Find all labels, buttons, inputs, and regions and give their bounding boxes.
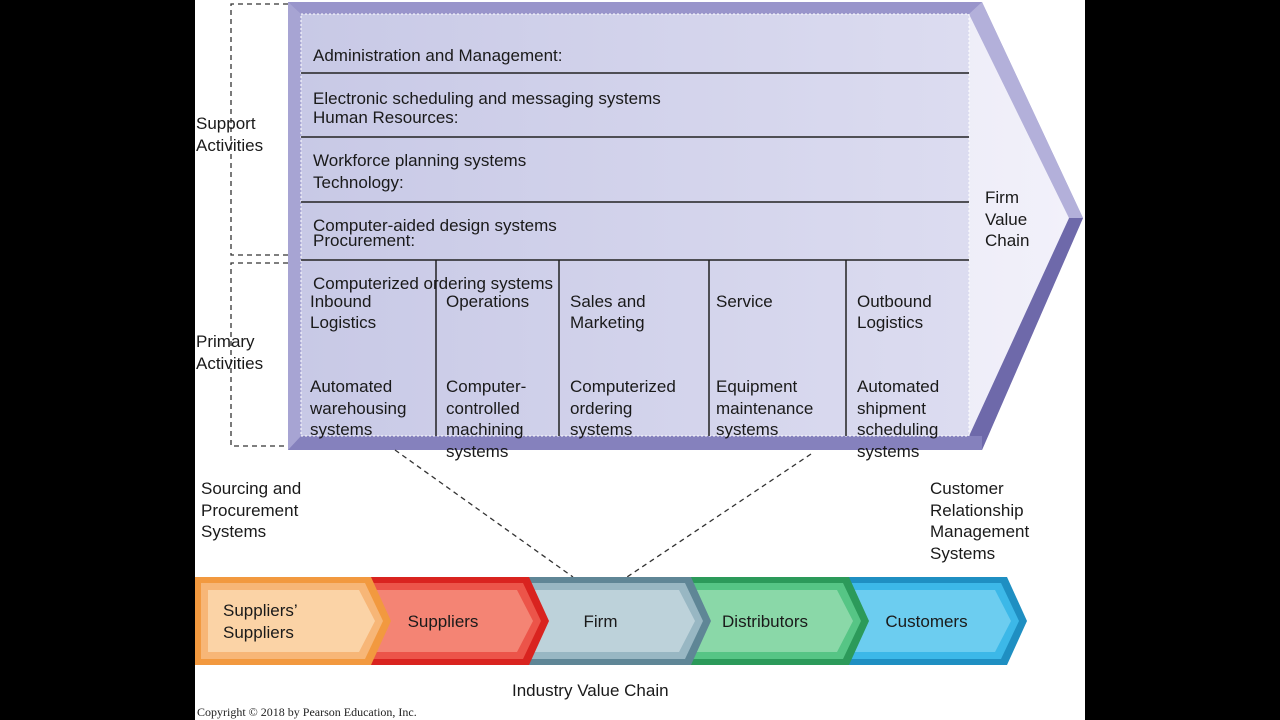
- primary-col-service: Service Equipment maintenance systems: [716, 269, 813, 462]
- primary-col-system: Computerized ordering systems: [570, 377, 676, 439]
- support-row-dividers: [301, 72, 969, 261]
- firm-arrow: [515, 577, 711, 665]
- diagram-graphics: [195, 2, 1083, 665]
- industry-chain-arrows: [195, 577, 1027, 665]
- chain-label-distributors: Distributors: [722, 612, 808, 631]
- support-row-system: Computerized ordering systems: [313, 273, 553, 293]
- copyright-notice: Copyright © 2018 by Pearson Education, I…: [197, 705, 417, 719]
- support-row-title: Procurement:: [313, 230, 416, 250]
- crm-label: Customer Relationship Management Systems: [930, 479, 1030, 563]
- primary-col-inbound-logistics: Inbound Logistics Automated warehousing …: [310, 269, 406, 462]
- firm-link-lines: [394, 449, 812, 578]
- primary-col-title: Service: [716, 291, 773, 311]
- sourcing-procurement-label: Sourcing and Procurement Systems: [201, 479, 302, 541]
- support-row-hr: Human Resources: Workforce planning syst…: [313, 85, 526, 193]
- firm-value-chain-label: Firm Value Chain: [985, 188, 1030, 250]
- chain-label-customers: Customers: [885, 612, 968, 631]
- primary-col-sales-marketing: Sales and Marketing Computerized orderin…: [570, 269, 676, 462]
- suppliers-arrow: [355, 577, 549, 665]
- chain-label-firm: Firm: [583, 612, 618, 631]
- chain-label-suppliers: Suppliers: [407, 612, 479, 631]
- support-row-title: Administration and Management:: [313, 45, 563, 65]
- primary-col-operations: Operations Computer- controlled machinin…: [446, 269, 529, 484]
- support-row-title: Technology:: [313, 172, 404, 192]
- primary-col-title: Operations: [446, 291, 530, 311]
- primary-col-system: Automated warehousing systems: [310, 377, 407, 439]
- support-row-system: Electronic scheduling and messaging syst…: [313, 88, 661, 108]
- distributors-arrow: [673, 577, 869, 665]
- primary-column-dividers: [435, 260, 847, 436]
- support-row-system: Workforce planning systems: [313, 150, 527, 170]
- primary-col-title: Outbound Logistics: [857, 291, 932, 333]
- primary-col-system: Computer- controlled machining systems: [446, 377, 527, 461]
- suppliers-suppliers-arrow: [195, 577, 391, 665]
- firm-value-chain-arrow: [288, 2, 1083, 450]
- primary-activities-label: Primary Activities: [196, 332, 264, 373]
- support-row-technology: Technology: Computer-aided design system…: [313, 150, 557, 258]
- primary-col-title: Sales and Marketing: [570, 291, 646, 333]
- customers-arrow: [832, 577, 1027, 665]
- primary-col-outbound-logistics: Outbound Logistics Automated shipment sc…: [857, 269, 939, 484]
- industry-value-chain-label: Industry Value Chain: [512, 681, 669, 700]
- primary-bracket: [230, 262, 288, 447]
- primary-col-system: Automated shipment scheduling systems: [857, 377, 940, 461]
- primary-col-title: Inbound Logistics: [310, 291, 377, 333]
- support-row-title: Human Resources:: [313, 107, 459, 127]
- support-activities-label: Support Activities: [196, 114, 264, 155]
- support-bracket: [230, 3, 288, 256]
- support-row-procurement: Procurement: Computerized ordering syste…: [313, 208, 553, 316]
- support-row-admin: Administration and Management: Electroni…: [313, 23, 661, 131]
- primary-col-system: Equipment maintenance systems: [716, 377, 814, 439]
- diagram-canvas: Support Activities Primary Activities Fi…: [195, 0, 1085, 720]
- chain-label-suppliers-suppliers: Suppliers’ Suppliers: [223, 601, 298, 642]
- support-row-system: Computer-aided design systems: [313, 215, 557, 235]
